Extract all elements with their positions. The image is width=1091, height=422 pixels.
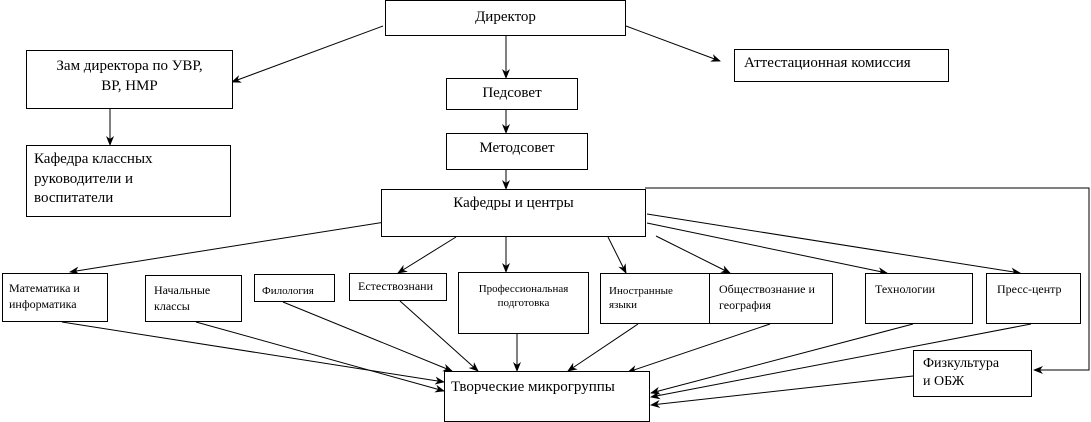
arrow-departments-science xyxy=(397,236,457,274)
arrow-press-creative xyxy=(650,323,1032,400)
vocational-training-box: Профессиональная подготовка xyxy=(458,272,589,334)
social-studies-geography-box: Обществознание и география xyxy=(709,273,833,324)
arrow-departments-technology xyxy=(646,222,888,276)
arrow-pe-creative xyxy=(650,375,914,408)
math-informatics-box: Математика и информатика xyxy=(2,273,108,322)
pedsovet-box: Педсовет xyxy=(446,78,578,110)
attestation-commission-box: Аттестационная комиссия xyxy=(734,49,949,82)
class-teachers-department-box: Кафедра классных руководители и воспитат… xyxy=(26,145,231,217)
arrow-director-deputy xyxy=(231,25,384,83)
metodsovet-box: Методсовет xyxy=(446,133,588,170)
arrow-philology-creative xyxy=(282,301,453,372)
arrow-social-creative xyxy=(627,323,771,373)
departments-centers-box: Кафедры и центры xyxy=(381,189,646,237)
arrow-departments-social xyxy=(655,235,731,274)
primary-classes-box: Начальные классы xyxy=(145,275,242,322)
creative-microgroups-box: Творческие микрогруппы xyxy=(444,371,650,422)
arrow-math-creative xyxy=(61,321,445,385)
arrow-science-creative xyxy=(399,300,479,372)
arrow-primary-creative xyxy=(195,321,445,393)
director-box: Директор xyxy=(385,0,626,36)
arrow-departments-math xyxy=(69,221,386,275)
technology-box: Технологии xyxy=(865,273,973,324)
deputy-director-box: Зам директора по УВР, ВР, НМР xyxy=(26,50,233,109)
arrow-departments-pe xyxy=(645,187,1090,374)
arrow-languages-creative xyxy=(567,323,639,372)
press-center-box: Пресс-центр xyxy=(986,273,1081,324)
arrow-departments-press xyxy=(646,213,1021,276)
natural-science-box: Естествознани xyxy=(349,273,447,301)
arrow-director-attestation xyxy=(625,25,721,62)
foreign-languages-box: Иностранные языки xyxy=(600,273,712,324)
pe-safety-box: Физкультура и ОБЖ xyxy=(913,350,1032,397)
philology-box: Филология xyxy=(254,274,335,302)
arrow-technology-creative xyxy=(650,323,914,395)
arrow-departments-languages xyxy=(607,236,627,274)
